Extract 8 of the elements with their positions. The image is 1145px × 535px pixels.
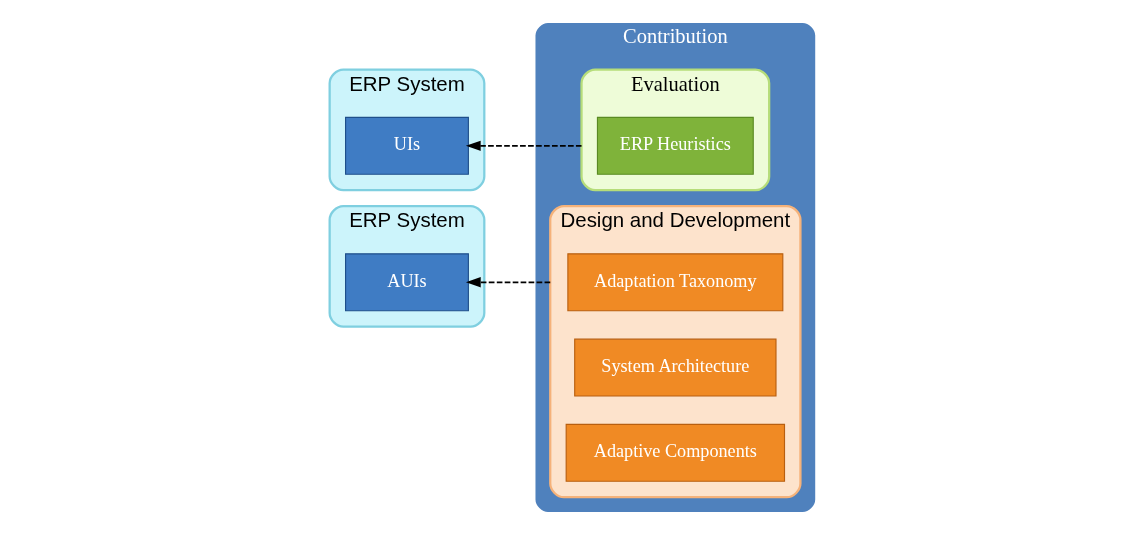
node-box: Adaptation Taxonomy — [566, 253, 783, 312]
node-box: Adaptive Components — [565, 423, 785, 482]
node-box: AUIs — [344, 253, 469, 312]
arrow — [465, 277, 551, 288]
node-box: UIs — [344, 116, 469, 175]
arrow — [465, 140, 582, 151]
node-box: ERP Heuristics — [596, 116, 754, 175]
node-box: System Architecture — [573, 338, 777, 397]
